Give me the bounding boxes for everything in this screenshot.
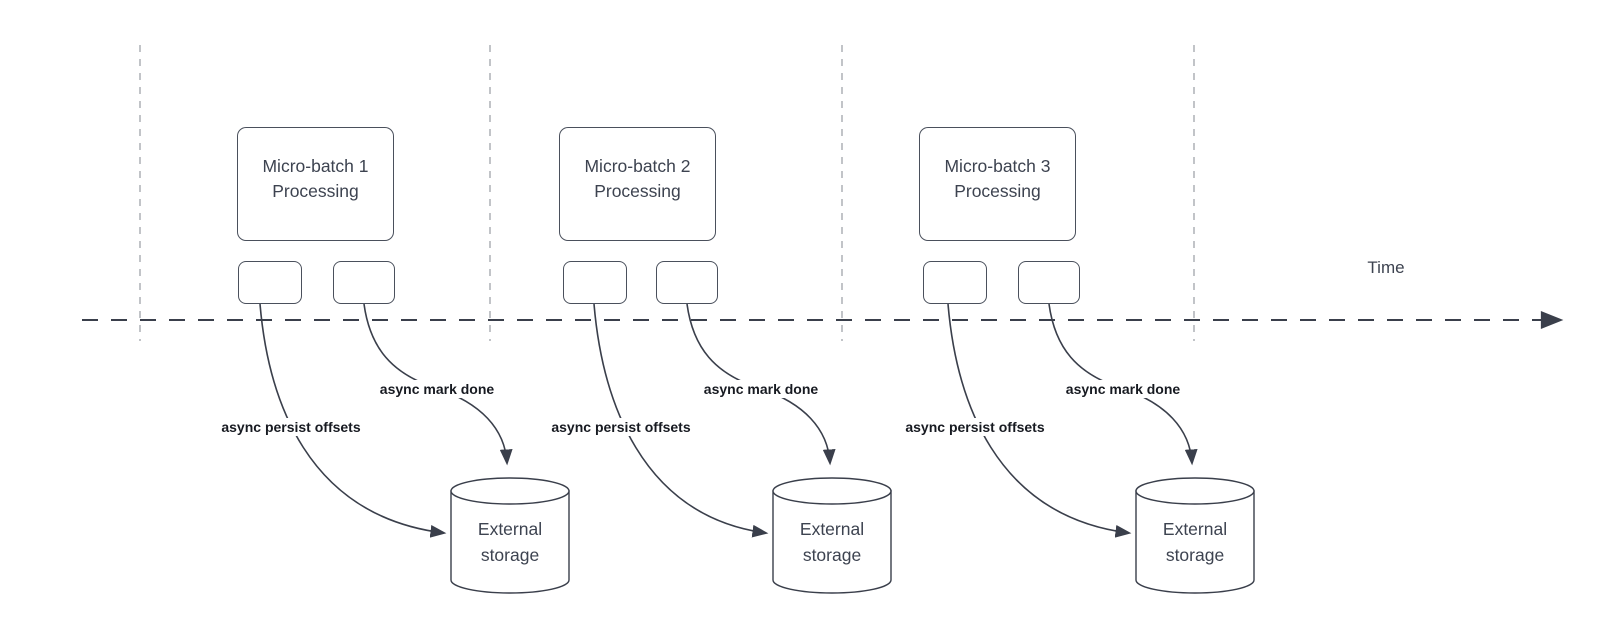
micro-batch-1-node: Micro-batch 1 Processing bbox=[237, 127, 394, 241]
cylinder-body-1 bbox=[450, 490, 570, 594]
external-storage-label-1-line2: storage bbox=[480, 545, 540, 565]
micro-batch-1-title: Micro-batch 1 bbox=[262, 156, 369, 176]
micro-batch-3-subtitle: Processing bbox=[954, 181, 1041, 201]
batch-3-done-task-box bbox=[1018, 261, 1080, 304]
external-storage-label-2-line2: storage bbox=[802, 545, 862, 565]
external-storage-label-1-line1: External bbox=[477, 519, 543, 539]
micro-batch-2-subtitle: Processing bbox=[594, 181, 681, 201]
external-storage-label-2-line1: External bbox=[799, 519, 865, 539]
micro-batch-2-node: Micro-batch 2 Processing bbox=[559, 127, 716, 241]
batch-1-mark-done-label: async mark done bbox=[375, 380, 499, 398]
batch-2-done-task-box bbox=[656, 261, 718, 304]
batch-2-mark-done-label: async mark done bbox=[699, 380, 823, 398]
micro-batch-2-title: Micro-batch 2 bbox=[584, 156, 691, 176]
batch-1-persist-offsets-label: async persist offsets bbox=[217, 418, 365, 436]
batch-3-persist-offsets-label: async persist offsets bbox=[901, 418, 1049, 436]
batch-2-persist-task-box bbox=[563, 261, 627, 304]
micro-batch-3-node: Micro-batch 3 Processing bbox=[919, 127, 1076, 241]
persist-offsets-arrow-3 bbox=[947, 303, 1132, 538]
external-storage-cylinder-1 bbox=[450, 477, 570, 594]
batch-2-persist-offsets-label: async persist offsets bbox=[547, 418, 695, 436]
external-storage-label-3-line1: External bbox=[1162, 519, 1228, 539]
external-storage-label-2: External storage bbox=[773, 516, 891, 568]
batch-1-done-task-box bbox=[333, 261, 395, 304]
external-storage-label-3: External storage bbox=[1136, 516, 1254, 568]
micro-batch-1-subtitle: Processing bbox=[272, 181, 359, 201]
external-storage-label-1: External storage bbox=[451, 516, 569, 568]
cylinder-top-3 bbox=[1135, 477, 1255, 505]
time-axis-label: Time bbox=[1367, 258, 1405, 277]
persist-offsets-arrow-2 bbox=[593, 303, 769, 538]
batch-1-persist-task-box bbox=[238, 261, 302, 304]
external-storage-cylinder-3 bbox=[1135, 477, 1255, 594]
persist-offsets-arrow-1 bbox=[259, 303, 447, 538]
cylinder-body-2 bbox=[772, 490, 892, 594]
external-storage-label-3-line2: storage bbox=[1165, 545, 1225, 565]
batch-3-mark-done-label: async mark done bbox=[1061, 380, 1185, 398]
cylinder-top-1 bbox=[450, 477, 570, 505]
cylinder-top-2 bbox=[772, 477, 892, 505]
external-storage-cylinder-2 bbox=[772, 477, 892, 594]
cylinder-body-3 bbox=[1135, 490, 1255, 594]
batch-3-persist-task-box bbox=[923, 261, 987, 304]
micro-batch-3-title: Micro-batch 3 bbox=[944, 156, 1051, 176]
